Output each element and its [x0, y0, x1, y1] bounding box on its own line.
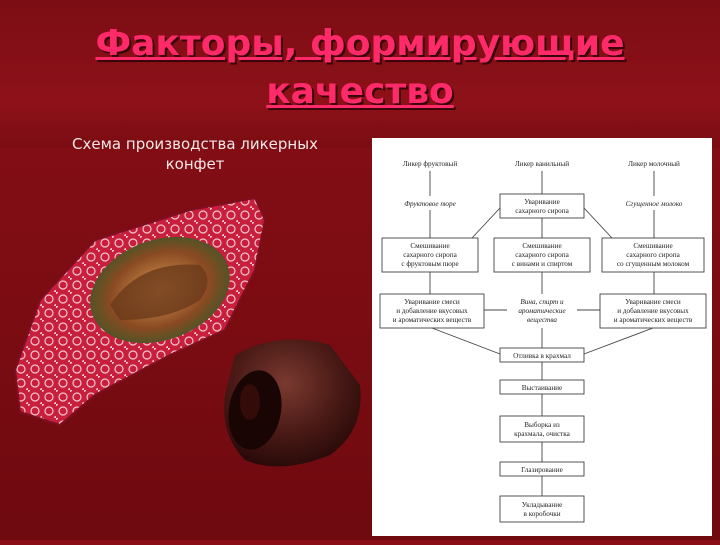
flowchart-svg: Ликер фруктовый Ликер ванильный Ликер мо… — [379, 160, 707, 523]
step-glazing-label: Глазирование — [521, 466, 563, 474]
slide-title-line-2: качество — [266, 71, 454, 112]
candy-photo — [0, 180, 372, 540]
candy-illustration — [13, 196, 361, 467]
step-mix-vanilla-l3: с винами и спиртом — [512, 260, 573, 268]
production-flowchart: Ликер фруктовый Ликер ванильный Ликер мо… — [372, 138, 712, 536]
step-packing-l2: в коробочки — [523, 510, 560, 518]
step-standing-label: Выстаивание — [522, 384, 562, 392]
step-boil-fruit-l1: Уваривание смеси — [404, 298, 460, 306]
step-mix-vanilla-l2: сахарного сиропа — [515, 251, 569, 259]
step-boil-syrup-l1: Уваривание — [524, 198, 560, 206]
slide-title: Факторы, формирующие качество — [60, 20, 660, 116]
step-boil-syrup-l2: сахарного сиропа — [515, 207, 569, 215]
step-mix-vanilla — [493, 237, 591, 273]
step-boil-fruit — [379, 293, 485, 329]
header-milk: Ликер молочный — [628, 160, 680, 168]
fruit-puree-label: Фруктовое пюре — [404, 200, 456, 208]
step-packing-l1: Укладывание — [522, 501, 563, 509]
step-mix-milk-l3: со сгущенным молоком — [617, 260, 690, 268]
step-mix-vanilla-l1: Смешивание — [522, 242, 561, 250]
step-mix-fruit-l3: с фруктовым пюре — [401, 260, 458, 268]
step-boil-milk-l3: и ароматических веществ — [614, 316, 693, 324]
header-fruit: Ликер фруктовый — [403, 160, 458, 168]
wines-spirit-l2: ароматические — [518, 307, 566, 315]
step-mix-milk-l2: сахарного сиропа — [626, 251, 680, 259]
step-mix-fruit-l1: Смешивание — [410, 242, 449, 250]
step-boil-milk-l2: и добавление вкусовых — [617, 307, 689, 315]
step-mix-milk — [601, 237, 705, 273]
header-vanilla: Ликер ванильный — [515, 160, 569, 168]
wines-spirit-l3: вещества — [527, 316, 557, 324]
step-extraction-l1: Выборка из — [524, 421, 560, 429]
step-boil-fruit-l2: и добавление вкусовых — [396, 307, 468, 315]
slide-subtitle: Схема производства ликерных конфет — [30, 134, 360, 174]
step-mix-fruit — [381, 237, 479, 273]
step-casting-label: Отливка в крахмал — [513, 352, 571, 360]
title-band — [0, 0, 720, 148]
step-boil-fruit-l3: и ароматических веществ — [393, 316, 472, 324]
wines-spirit-l1: Вина, спирт и — [520, 298, 564, 306]
step-boil-milk-l1: Уваривание смеси — [625, 298, 681, 306]
slide-subtitle-line-2: конфет — [165, 155, 225, 173]
slide-title-line-1: Факторы, формирующие — [95, 23, 625, 64]
step-extraction — [499, 415, 585, 443]
step-extraction-l2: крахмала, очистка — [514, 430, 571, 438]
step-mix-milk-l1: Смешивание — [633, 242, 672, 250]
slide-subtitle-line-1: Схема производства ликерных — [72, 135, 318, 153]
step-packing — [499, 495, 585, 523]
condensed-milk-label: Сгущенное молоко — [626, 200, 683, 208]
step-mix-fruit-l2: сахарного сиропа — [403, 251, 457, 259]
step-boil-milk — [599, 293, 707, 329]
